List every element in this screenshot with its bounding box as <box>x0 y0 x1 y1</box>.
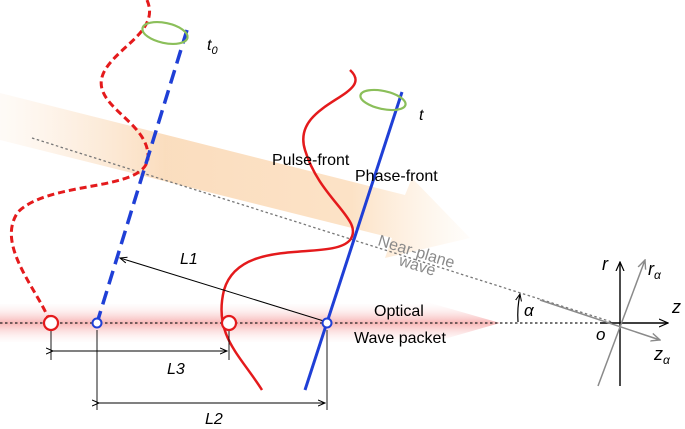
z-alpha-axis <box>539 299 660 340</box>
z-axis-label: z <box>671 297 681 317</box>
L2-label: L2 <box>205 411 223 428</box>
t-label: t <box>419 107 424 124</box>
phase-front-t <box>303 91 404 391</box>
r-alpha-axis <box>597 260 645 387</box>
phase-marker-t <box>321 317 333 329</box>
near-plane-axis <box>31 137 613 323</box>
pulse-front-label: Pulse-front <box>272 152 350 169</box>
alpha-label: α <box>524 301 535 320</box>
origin-label: o <box>596 325 605 344</box>
phase-marker-t0 <box>91 317 103 329</box>
z-alpha-axis-label: zα <box>653 344 671 367</box>
L1-arrow <box>120 258 328 323</box>
L3-dimension <box>51 330 230 360</box>
near-plane-beam <box>0 93 470 258</box>
wave-packet-label: Wave packet <box>354 330 446 347</box>
r-alpha-axis-label: rα <box>648 259 662 282</box>
L3-label: L3 <box>167 361 185 378</box>
phase-front-label: Phase-front <box>355 168 438 185</box>
L2-dimension <box>97 330 328 410</box>
L1-label: L1 <box>180 251 198 268</box>
optical-label: Optical <box>374 303 424 320</box>
pulse-marker-t <box>220 314 238 332</box>
pulse-marker-t0 <box>42 314 60 332</box>
coordinate-system <box>539 260 668 387</box>
r-axis-label: r <box>602 254 609 274</box>
phase-front-t0 <box>95 29 189 324</box>
t0-label: t0 <box>207 37 218 57</box>
alpha-arc <box>518 294 520 323</box>
ring-t <box>359 88 407 112</box>
ring-t0 <box>141 21 189 45</box>
